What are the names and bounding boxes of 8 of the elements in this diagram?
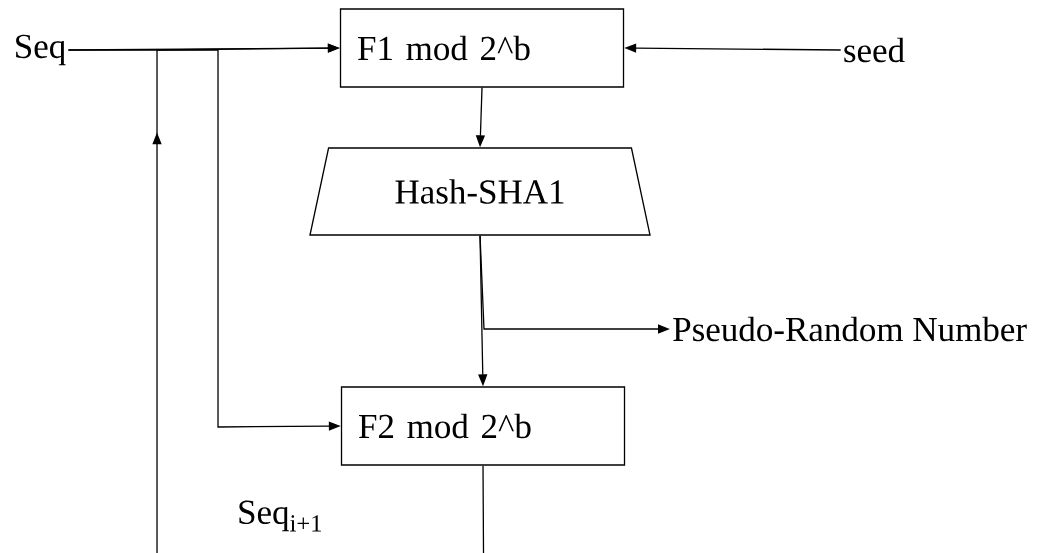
process-box: F2 mod 2^b	[340, 386, 626, 466]
process-box: F1 mod 2^b	[339, 8, 625, 88]
edge-label: Seq$_{i+1}$	[235, 498, 325, 534]
text-label: Seq	[16, 34, 66, 66]
arrow	[152, 43, 485, 553]
text-label: seed	[844, 37, 905, 63]
text-label: Pseudo-Random Number	[673, 316, 1027, 342]
hash-trapezoid: Hash-SHA1	[309, 147, 651, 236]
